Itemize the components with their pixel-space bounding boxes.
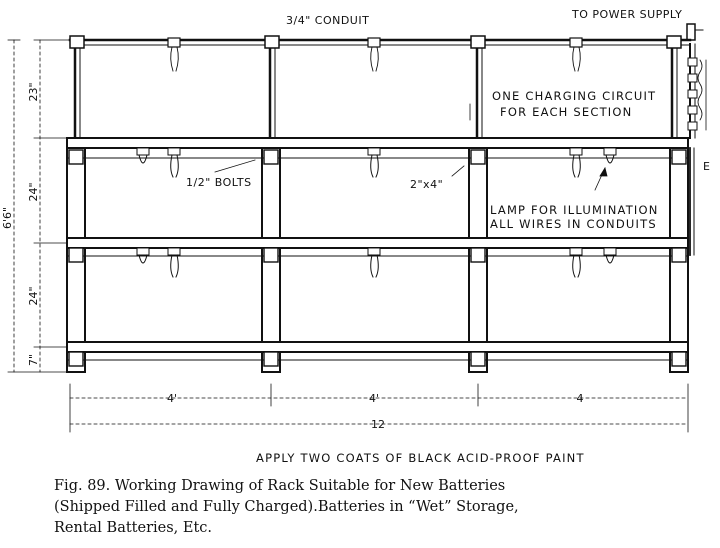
caption-line-1: Fig. 89. Working Drawing of Rack Suitabl…	[54, 478, 506, 494]
dim-lower: 24"	[27, 286, 40, 305]
dim-bay-2: 4'	[369, 392, 379, 405]
circuit-note-line1: ONE CHARGING CIRCUIT	[492, 89, 656, 103]
caption-line-3: Rental Batteries, Etc.	[54, 520, 213, 536]
conduit-label: 3/4" CONDUIT	[286, 14, 369, 27]
dim-bay-1: 4'	[167, 392, 177, 405]
dim-top: 23"	[27, 82, 40, 101]
dim-upper: 24"	[27, 182, 40, 201]
dim-total-height: 6'6"	[1, 207, 14, 229]
paint-note: APPLY TWO COATS OF BLACK ACID-PROOF PAIN…	[256, 451, 585, 465]
leader-lines	[214, 103, 608, 191]
lamp-note-line2: ALL WIRES IN CONDUITS	[490, 217, 657, 231]
bolts-label: 1/2" BOLTS	[186, 176, 252, 189]
dim-bay-3: 4	[577, 392, 584, 405]
lamp-note-line1: LAMP FOR ILLUMINATION	[490, 203, 659, 217]
vertical-dimensions	[7, 39, 71, 373]
side-marker: E	[703, 160, 710, 173]
lamps	[136, 147, 695, 278]
circuit-note-line2: FOR EACH SECTION	[500, 105, 632, 119]
power-supply-label: TO POWER SUPPLY	[571, 8, 682, 21]
dim-total-length: 12	[371, 418, 385, 431]
figure-caption: Fig. 89. Working Drawing of Rack Suitabl…	[54, 476, 694, 539]
bolt-heads	[68, 149, 687, 367]
caption-line-2: (Shipped Filled and Fully Charged).Batte…	[54, 499, 519, 515]
lumber-label: 2"x4"	[410, 178, 443, 191]
rack-drawing: 3/4" CONDUIT TO POWER SUPPLY ONE CHARGIN…	[1, 8, 710, 465]
horizontal-dimensions	[69, 383, 689, 433]
conduit-frame	[68, 23, 707, 140]
dim-base: 7"	[27, 354, 40, 366]
